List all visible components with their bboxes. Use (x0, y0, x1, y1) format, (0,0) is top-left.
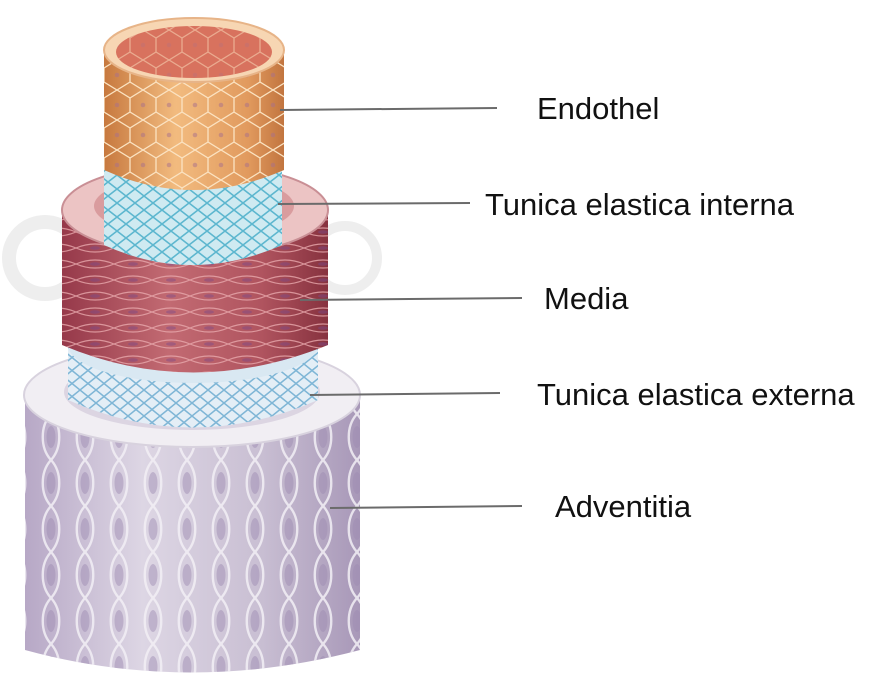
endothel-layer (104, 18, 284, 190)
tunica-elastica-interna-leader-line (278, 203, 470, 204)
label-media: Media (544, 281, 629, 316)
label-tunica-elastica-interna: Tunica elastica interna (485, 187, 795, 222)
endothel-leader-line (280, 108, 497, 110)
label-endothel: Endothel (537, 91, 659, 126)
label-tunica-elastica-externa: Tunica elastica externa (537, 377, 855, 412)
media-leader-line (300, 298, 522, 300)
label-adventitia: Adventitia (555, 489, 692, 524)
